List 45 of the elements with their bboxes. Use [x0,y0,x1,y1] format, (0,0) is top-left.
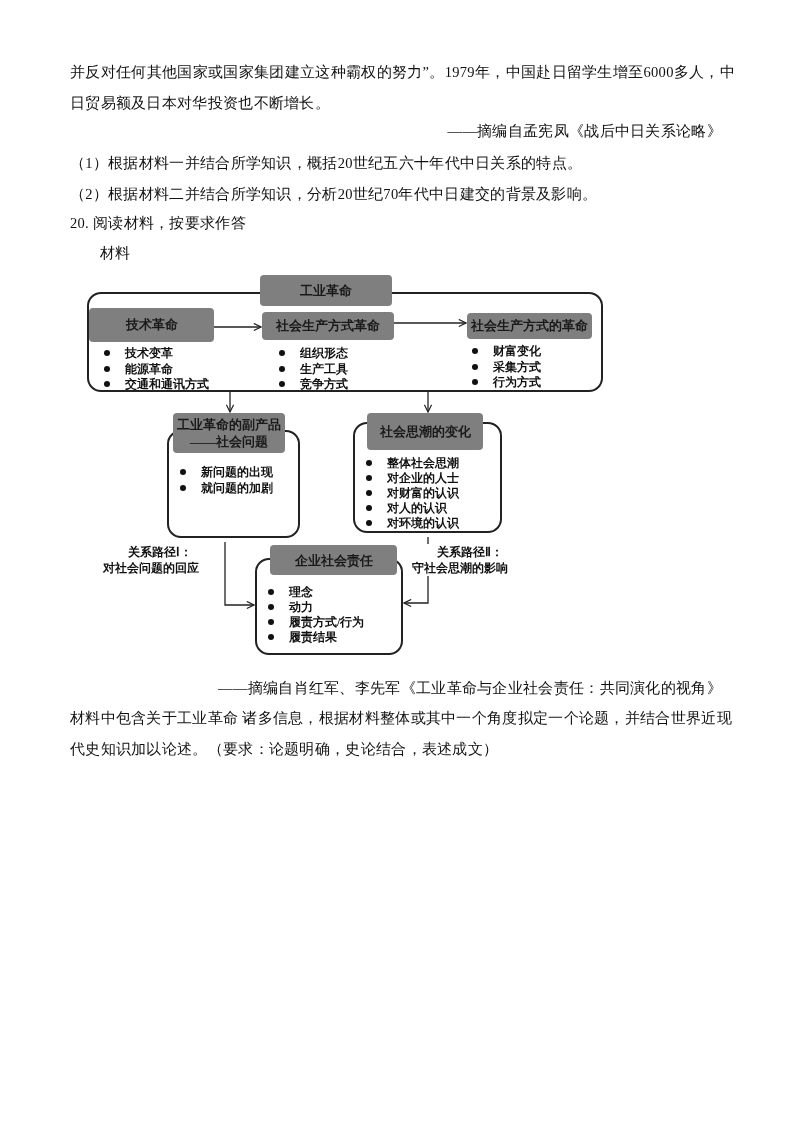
material-label: 材料 [100,244,132,263]
rounded-box [353,413,502,533]
arrow [224,541,255,610]
bullet-item: 能源革命 [101,361,173,376]
paragraph: 材料中包含关于工业革命 诸多信息，根据材料整体或其中一个角度拟定一个论题，并结合世界近现代史知识加以论述。（要求：论题明确，史论结合，表述成文） [70,709,733,759]
bullet-item: 对环境的认识 [363,516,459,530]
bullet-item: 采集方式 [469,359,541,374]
heading-label: 企业社会责任 [270,545,397,575]
bullet-item: 技术变革 [101,346,173,360]
bullet-item: 生产工具 [276,361,348,376]
bullet-item: 动力 [265,600,313,614]
bullet-item: 行为方式 [469,375,541,389]
bullet-item: 对企业的人士 [363,471,459,485]
bullet-item: 就问题的加剧 [177,481,273,495]
heading-box: 技术革命 [89,308,214,342]
heading-label: 社会思潮的变化 [367,413,483,450]
paragraph: 并反对任何其他国家或国家集团建立这种霸权的努力”。1979年，中国赴日留学生增至6000多人，中日贸易额及日本对华投资也不断增长。 [70,63,735,113]
bullet-item: 履责方式/行为 [265,615,365,629]
arrow [393,318,467,328]
question-heading: 20. 阅读材料，按要求作答 [70,214,247,233]
heading-box: 工业革命 [260,275,392,306]
bullet-item: 新问题的出现 [177,465,273,479]
bullet-item: 对财富的认识 [363,486,459,500]
bullet-item: 竞争方式 [276,377,348,391]
edge-label: 关系路径Ⅱ：守社会思潮的影响 [412,544,510,576]
source-line: ——摘编自肖红军、李先军《工业革命与企业社会责任：共同演化的视角》 [217,679,722,698]
bullet-item: 交通和通讯方式 [101,377,209,391]
bullet-item: 理念 [265,585,313,599]
heading-label: 工业革命的副产品 ——社会问题 [173,413,285,453]
heading-box: 社会生产方式的革命 [467,313,592,339]
arrow [423,391,433,413]
question-text: （1）根据材料一并结合所学知识，概括20世纪五六十年代中日关系的特点。 [70,154,584,173]
question-text: （2）根据材料二并结合所学知识，分析20世纪70年代中日建交的背景及影响。 [70,185,599,204]
bullet-item: 财富变化 [469,344,541,358]
source-line: ——摘编自孟宪凤《战后中日关系论略》 [446,122,722,141]
rounded-box [255,545,403,655]
arrow [225,391,235,413]
bullet-item: 整体社会思潮 [363,456,459,470]
bullet-item: 对人的认识 [363,501,447,515]
bullet-item: 履责结果 [265,630,337,644]
bullet-item: 组织形态 [276,346,348,360]
edge-label: 关系路径Ⅰ：对社会问题的回应 [103,544,201,576]
rounded-box [167,413,300,538]
heading-box: 社会生产方式革命 [262,312,394,340]
arrow [213,322,262,332]
